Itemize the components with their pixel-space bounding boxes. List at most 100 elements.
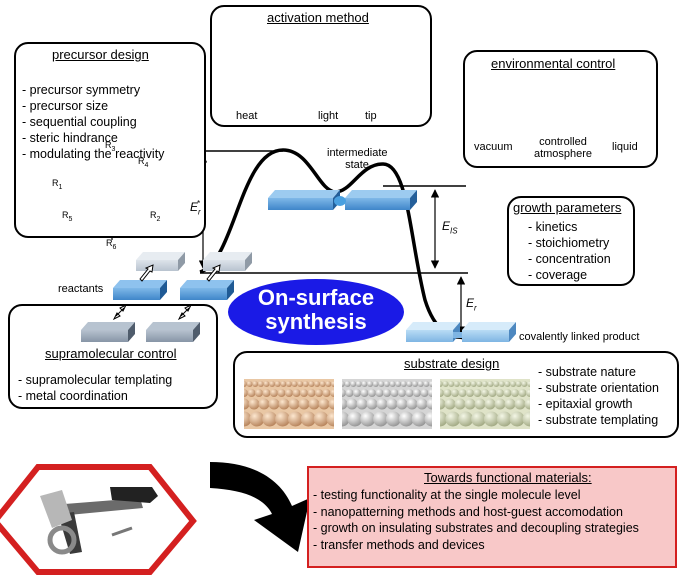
substrate-atom [386,398,398,410]
substrate-atom [244,411,252,427]
substrate-atom [384,381,390,387]
substrate-atom [440,389,444,397]
substrate-atom [342,411,350,427]
molecule-label-r3: R3 [105,140,116,153]
substrate-atom [344,381,351,387]
substrate-item: - substrate nature [538,365,636,379]
substrate-atom [428,389,432,397]
substrate-atom [515,381,522,387]
precursor-item: - sequential coupling [22,115,137,129]
molecule-label-r4: R4 [138,156,149,169]
supramolecular-item: - supramolecular templating [18,373,173,387]
substrate-atom [319,381,326,387]
product-blocks [406,322,516,342]
substrate-atom [424,411,432,427]
substrate-atom [488,389,497,397]
substrate-atom [526,389,530,397]
substrate-atom [308,398,320,410]
growth-item: - kinetics [528,220,578,234]
activation-light-label: light [318,110,339,122]
environment-vacuum-label: vacuum [474,141,513,153]
reactants-label: reactants [58,283,104,295]
substrate-atom [287,411,303,427]
substrate-atom [482,381,488,387]
substrate-atom [454,398,466,410]
substrate-atom [453,381,460,387]
substrate-atom [474,398,486,410]
substrate-atom [376,398,388,410]
substrate-atom [314,381,321,387]
precursor-item: - modulating the reactivity [22,147,165,161]
substrate-atom [313,411,329,427]
substrate-atom [269,381,276,387]
substrate-atom [367,381,374,387]
growth-item: - concentration [528,252,611,266]
substrate-atom [396,398,408,410]
substrate-item: - substrate templating [538,413,659,427]
substrate-atom [416,398,428,410]
substrate-atom [440,381,443,387]
substrate-atom [383,389,391,397]
towards-item: - testing functionality at the single mo… [313,488,581,502]
substrate-atom [248,398,260,410]
substrate-atom [345,389,354,397]
intermediate-blocks [268,190,417,210]
substrate-atom [487,381,494,387]
substrate-atom [315,389,323,397]
substrate-atom [355,381,362,387]
substrate-atom [522,411,530,427]
growth-item: - stoichiometry [528,236,610,250]
substrate-atom [423,381,430,387]
substrate-atom [375,389,384,397]
substrate-atom [465,381,472,387]
substrate-atom [244,381,247,387]
substrate-atom [440,411,448,427]
substrate-atom [249,411,265,427]
center-title-line1: On-surface [257,285,375,310]
substrate-atom [444,398,456,410]
substrate-atom [494,398,506,410]
product-label: covalently linked product [519,331,640,343]
supramolecular-box [8,304,218,409]
substrate-atom [405,389,414,397]
substrate-atom [347,411,363,427]
substrate-atom [496,389,504,397]
substrate-atom [484,398,496,410]
growth-title: growth parameters [513,200,622,215]
intermediate-energy-label: EIS [442,219,458,236]
environment-title: environmental control [491,56,616,71]
substrate-atom [498,381,505,387]
substrate-atom [503,389,512,397]
substrate-atom [322,389,331,397]
substrate-atom [395,381,402,387]
substrate-atom [244,389,248,397]
substrate-atom [297,381,304,387]
substrate-atom [440,398,446,410]
supramolecular-list: - supramolecular templating - metal coor… [18,372,172,404]
substrate-atom [451,389,459,397]
environment-box [463,50,658,168]
energy-profile-curve [199,148,510,340]
substrate-atom [302,381,309,387]
substrate-atom [509,411,525,427]
substrate-atom [252,381,259,387]
substrate-atom [511,389,519,397]
substrate-atom [247,389,256,397]
substrate-atom [318,398,330,410]
substrate-atom [373,411,389,427]
substrate-atom [268,398,280,410]
substrate-atom [466,389,474,397]
substrate-atom [493,381,500,387]
supramolecular-blocks [81,322,200,342]
substrate-atom [518,389,527,397]
activation-tip-label: tip [365,110,377,122]
substrate-atom [372,381,379,387]
substrate-atom [350,381,357,387]
molecule-label-r5: R5 [62,210,73,223]
environment-liquid-label: liquid [612,141,638,153]
substrate-atom [331,381,334,387]
substrate-atom [275,411,291,427]
towards-list: - testing functionality at the single mo… [313,487,639,553]
substrate-atom [356,398,368,410]
